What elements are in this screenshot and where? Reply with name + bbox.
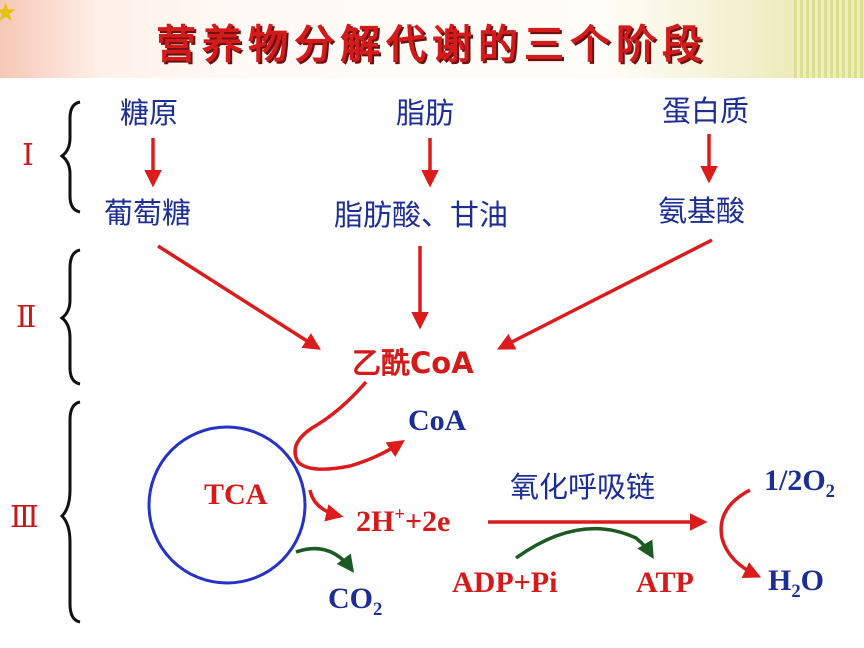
star-icon: ★	[0, 0, 18, 28]
tca-label: TCA	[204, 478, 268, 511]
adp-pi-label: ADP+Pi	[452, 566, 558, 599]
page-title: 营养物分解代谢的三个阶段	[156, 22, 708, 68]
glucose-label: 葡萄糖	[104, 196, 192, 230]
oxygen-label: 1/2O2	[764, 464, 835, 503]
water-sub: 2	[791, 581, 801, 602]
header-background	[0, 0, 864, 78]
coa-label: CoA	[408, 404, 467, 437]
h-electrons-base: 2H	[356, 505, 395, 538]
acetylcoa-into-tca-arrow	[293, 380, 405, 471]
stage1-label: Ⅰ	[22, 138, 34, 173]
stage2-bracket	[59, 248, 81, 386]
co2-label: CO2	[328, 582, 382, 621]
tca-to-co2-arrow	[295, 546, 355, 573]
stage3-bracket	[59, 400, 81, 624]
atp-label: ATP	[636, 566, 694, 599]
fattyacid-glycerol-label: 脂肪酸、甘油	[334, 198, 509, 232]
stage2-label: Ⅱ	[16, 300, 37, 335]
co2-prefix: CO	[328, 582, 373, 615]
respiratory-chain-label: 氧化呼吸链	[510, 470, 656, 504]
aminoacid-to-acetylcoa-arrow	[496, 238, 713, 350]
protein-label: 蛋白质	[662, 94, 750, 128]
header-decoration	[794, 0, 864, 78]
oxygen-sub: 2	[825, 481, 835, 502]
h-electrons-sup: +	[394, 504, 405, 525]
tca-cycle-circle	[147, 425, 307, 585]
oxygen-prefix: 1/2O	[764, 464, 826, 497]
glucose-to-acetylcoa-arrow	[157, 244, 321, 350]
h-electrons-rest: +2e	[404, 505, 451, 538]
aminoacid-label: 氨基酸	[658, 194, 746, 228]
h-electrons-label: 2H++2e	[356, 504, 450, 539]
tca-to-2h-arrow	[308, 489, 344, 522]
water-label: H2O	[768, 564, 824, 603]
fat-label: 脂肪	[396, 96, 455, 130]
stage3-label: Ⅲ	[10, 500, 39, 535]
co2-sub: 2	[373, 599, 383, 620]
glycogen-label: 糖原	[120, 96, 179, 130]
stage1-bracket	[59, 100, 81, 214]
water-prefix: H	[768, 564, 792, 597]
water-suffix: O	[800, 564, 824, 597]
oxygen-to-water-arrow	[719, 488, 762, 579]
adp-to-atp-arrow	[514, 526, 654, 560]
acetyl-coa-label: 乙酰CoA	[352, 346, 474, 380]
